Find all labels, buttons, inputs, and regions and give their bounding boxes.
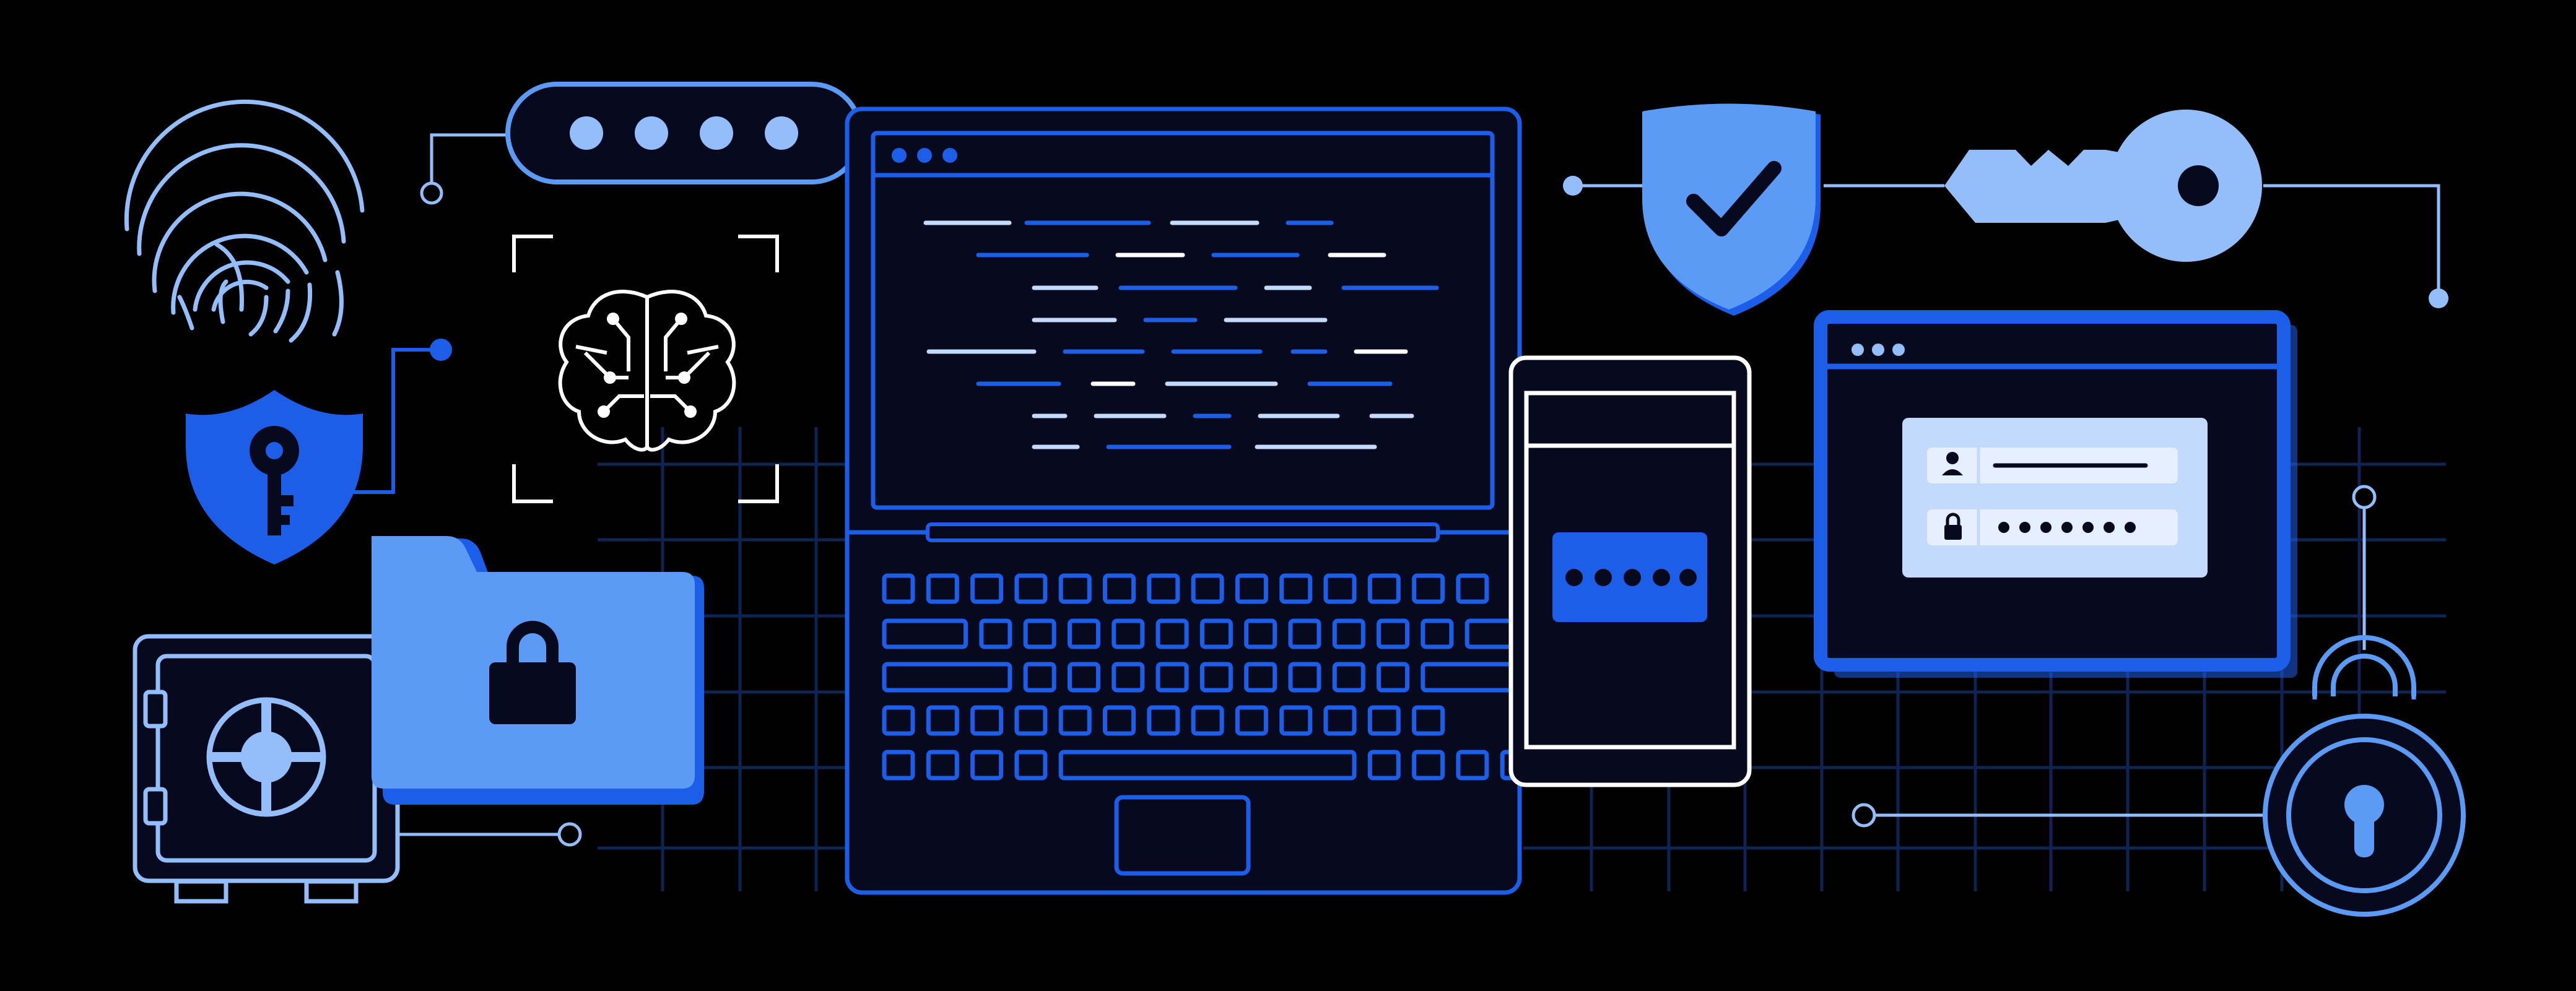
keyboard-key xyxy=(1412,750,1445,781)
keyboard-key xyxy=(970,705,1004,736)
keyboard-key xyxy=(1014,705,1048,736)
keyboard-key xyxy=(882,573,915,604)
keyboard-key xyxy=(882,750,915,781)
keyboard-key xyxy=(1288,618,1321,649)
keyboard-key xyxy=(1191,573,1224,604)
keyboard-key xyxy=(979,618,1012,649)
keyboard-key xyxy=(1199,618,1233,649)
keyboard-key xyxy=(1288,662,1321,693)
keyboard-key xyxy=(1112,662,1145,693)
keyboard-key xyxy=(1199,662,1233,693)
keyboard-key xyxy=(970,750,1004,781)
keyboard-key xyxy=(1279,573,1313,604)
code-lines xyxy=(923,220,1439,449)
login-window-icon xyxy=(1814,310,2297,678)
laptop-code-icon xyxy=(845,106,1577,895)
keyboard-key xyxy=(1367,573,1401,604)
keyboard-key xyxy=(1103,573,1136,604)
password-dots-icon xyxy=(505,82,863,184)
locked-folder-icon xyxy=(372,536,704,805)
keyboard-key xyxy=(1191,705,1224,736)
keyboard-key xyxy=(1058,573,1092,604)
keyboard-key xyxy=(1456,573,1489,604)
safe-vault-icon xyxy=(133,634,400,904)
keyboard-key xyxy=(926,750,959,781)
keyboard-key xyxy=(1421,618,1454,649)
keyboard-key xyxy=(1067,618,1100,649)
keyboard-key xyxy=(1367,705,1401,736)
laptop-touchpad xyxy=(1114,795,1251,876)
keyboard-key xyxy=(1456,750,1489,781)
keyboard-key xyxy=(1155,662,1189,693)
shield-key-icon xyxy=(186,390,363,565)
key-icon xyxy=(1944,110,2262,262)
connector-nodes xyxy=(420,176,2448,847)
fingerprint-icon xyxy=(124,99,365,343)
keyboard-key xyxy=(1377,662,1410,693)
connector-lines xyxy=(347,133,2440,836)
keyboard-key xyxy=(1279,705,1313,736)
shield-check-icon xyxy=(1642,103,1821,316)
keyboard-key xyxy=(1332,662,1365,693)
keyboard-key xyxy=(1377,618,1410,649)
padlock-icon xyxy=(2263,635,2466,917)
keyboard-key xyxy=(970,573,1004,604)
keyboard-key xyxy=(1014,750,1048,781)
keyboard-key xyxy=(1244,618,1277,649)
keyboard-key xyxy=(926,705,959,736)
keyboard-key xyxy=(1412,573,1445,604)
keyboard-key xyxy=(1058,750,1357,781)
keyboard-key xyxy=(1023,618,1056,649)
keyboard-key xyxy=(1412,705,1445,736)
keyboard-key xyxy=(1147,705,1180,736)
ai-brain-icon xyxy=(512,235,779,503)
keyboard-key xyxy=(1103,705,1136,736)
keyboard-key xyxy=(1067,662,1100,693)
keyboard-key xyxy=(926,573,959,604)
keyboard-key xyxy=(882,618,968,649)
keyboard-key xyxy=(1323,573,1357,604)
keyboard-key xyxy=(882,705,915,736)
keyboard-key xyxy=(1367,750,1401,781)
keyboard-key xyxy=(1323,705,1357,736)
keyboard-key xyxy=(1244,662,1277,693)
keyboard-key xyxy=(1112,618,1145,649)
keyboard-key xyxy=(1023,662,1056,693)
keyboard-key xyxy=(1332,618,1365,649)
keyboard-key xyxy=(1235,705,1268,736)
keyboard-key xyxy=(882,662,1012,693)
keyboard-key xyxy=(1058,705,1092,736)
keyboard-key xyxy=(1147,573,1180,604)
keyboard-key xyxy=(1235,573,1268,604)
keyboard-key xyxy=(1155,618,1189,649)
keyboard-key xyxy=(1014,573,1048,604)
phone-password-icon xyxy=(1508,355,1752,787)
